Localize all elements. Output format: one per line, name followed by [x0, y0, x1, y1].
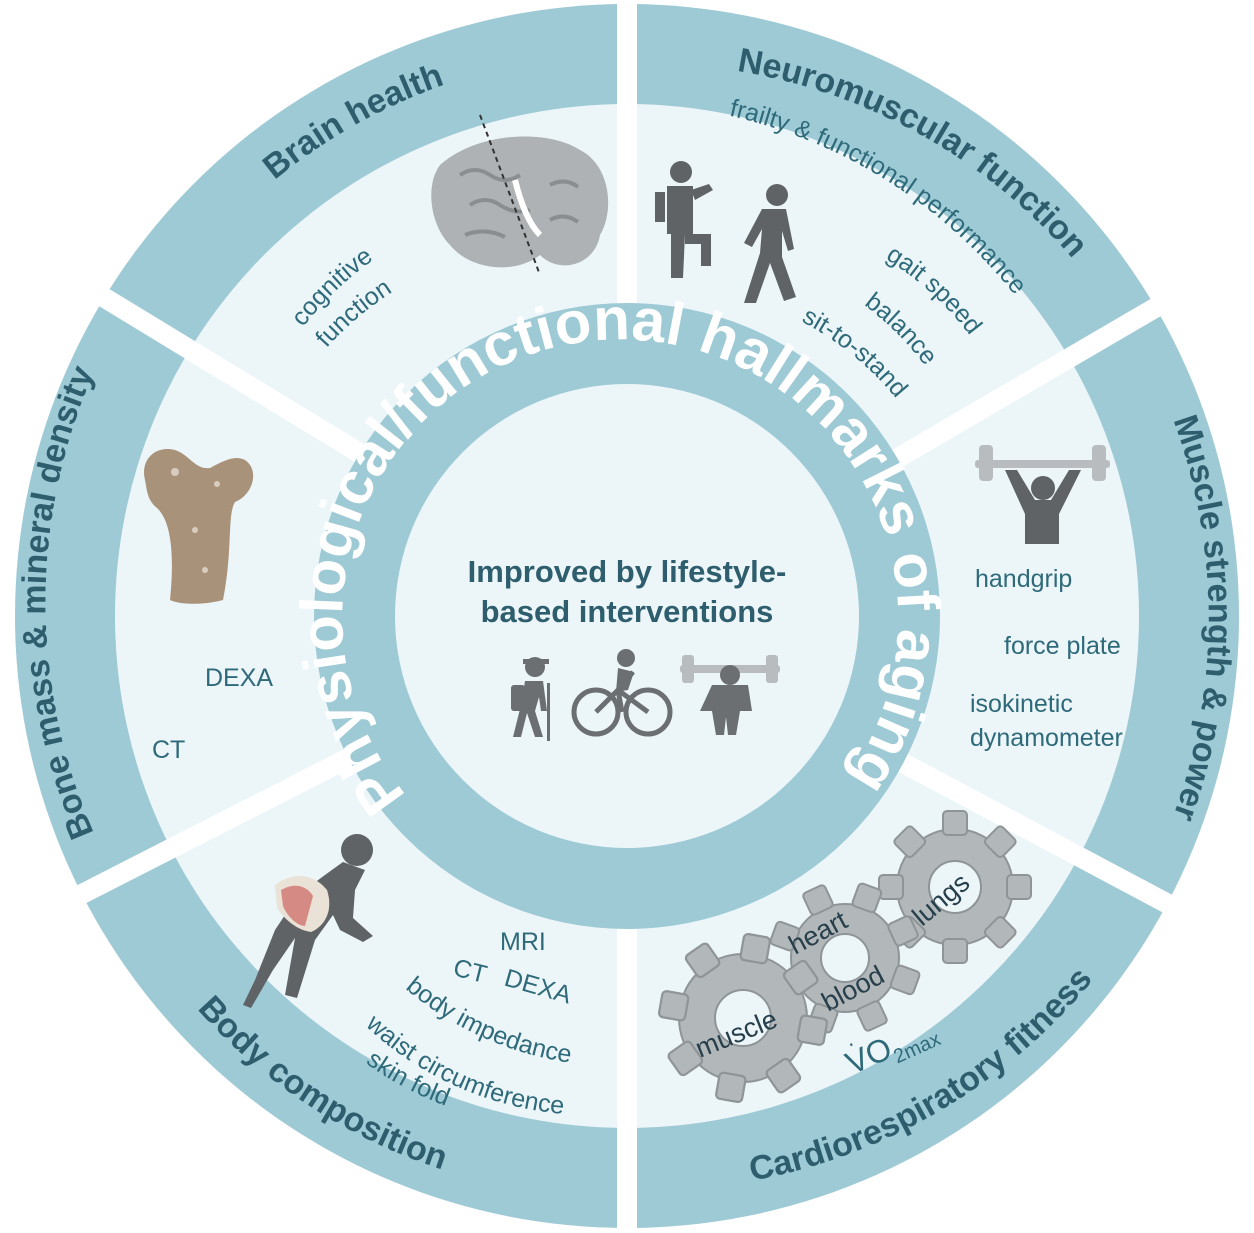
mri-label: MRI — [500, 928, 546, 956]
brain-icon — [431, 114, 609, 276]
gear-heart — [768, 881, 922, 1035]
walking-person-icon — [744, 184, 796, 303]
handgrip-label: handgrip — [975, 565, 1072, 593]
center-line-2: based interventions — [481, 594, 774, 629]
center-disc — [395, 384, 859, 848]
femur-icon — [144, 449, 254, 604]
cyclist-icon — [571, 649, 673, 737]
body-scan-icon — [243, 834, 373, 1008]
bone-ct-label: CT — [152, 736, 185, 764]
force-plate-label: force plate — [1004, 632, 1121, 660]
center-line-1: Improved by lifestyle- — [468, 554, 787, 589]
dynamometer-label: dynamometer — [970, 724, 1123, 752]
gear-lungs — [878, 810, 1032, 964]
gear-muscle — [657, 932, 829, 1104]
isokinetic-label: isokinetic — [970, 690, 1073, 718]
hiker-icon — [511, 657, 550, 741]
gears-icon — [657, 810, 1032, 1104]
knee-raise-icon — [655, 161, 713, 278]
squat-icon — [680, 655, 780, 735]
weightlifter-icon — [975, 445, 1110, 544]
bone-dexa-label: DEXA — [205, 664, 273, 692]
